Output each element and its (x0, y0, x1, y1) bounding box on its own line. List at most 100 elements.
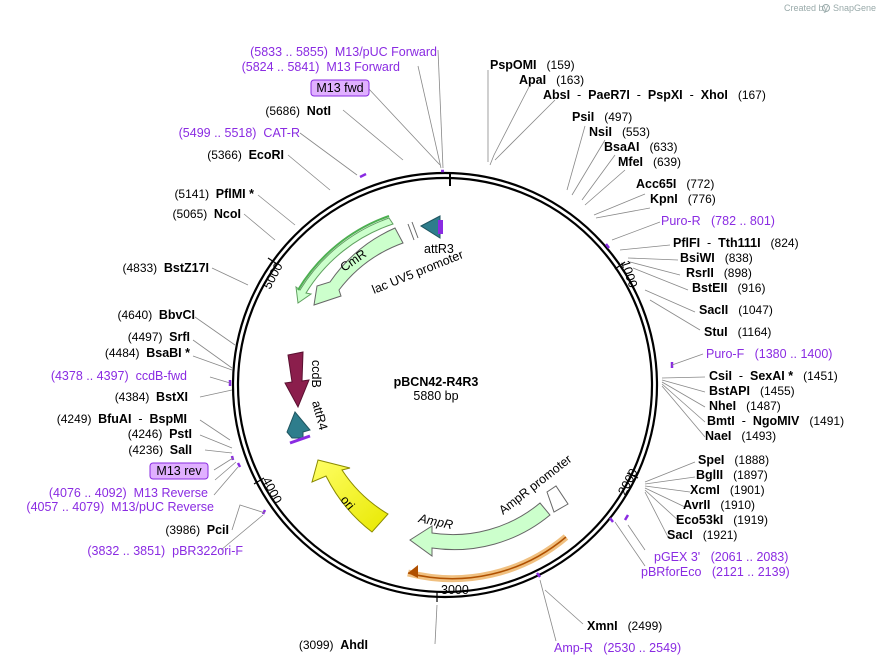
feature-attr4[interactable] (286, 411, 311, 439)
site-bstz17i[interactable]: (4833) BstZ17I (122, 261, 209, 275)
site-pflfi[interactable]: PflFI - Tth111I (824) (673, 236, 799, 250)
site-label-sacii: SacII (1047) (699, 303, 773, 317)
site-label-pcii: (3986) PciI (165, 523, 229, 537)
site-ahdi[interactable]: (3099) AhdI (299, 638, 368, 652)
feature-cmr[interactable] (295, 215, 394, 304)
site-saci[interactable]: SacI (1921) (667, 528, 737, 542)
site-naei[interactable]: NaeI (1493) (705, 429, 776, 443)
site-ncoi[interactable]: (5065) NcoI (173, 207, 241, 221)
attr3-core (438, 220, 443, 234)
primer-puro-f[interactable]: Puro-F (1380 .. 1400) (706, 347, 832, 361)
site-bglii[interactable]: BglII (1897) (696, 468, 768, 482)
attr4-core (289, 434, 311, 445)
primer-cat-r[interactable]: (5499 .. 5518) CAT-R (179, 126, 300, 140)
site-pcii[interactable]: (3986) PciI (165, 523, 229, 537)
site-acc65i[interactable]: Acc65I (772) (636, 177, 714, 191)
site-kpni[interactable]: KpnI (776) (650, 192, 716, 206)
site-label-xmni: XmnI (2499) (587, 619, 662, 633)
site-psii[interactable]: PsiI (497) (572, 110, 632, 124)
feature-ampr-promoter[interactable] (546, 485, 569, 513)
site-absi[interactable]: AbsI - PaeR7I - PspXI - XhoI (167) (543, 88, 766, 102)
primer-puro-r[interactable]: Puro-R (782 .. 801) (661, 214, 775, 228)
site-noti[interactable]: (5686) NotI (265, 104, 331, 118)
site-label-pspomi: PspOMI (159) (490, 58, 575, 72)
site-bstapi[interactable]: BstAPI (1455) (709, 384, 795, 398)
site-bfuai[interactable]: (4249) BfuAI - BspMI (57, 412, 187, 426)
site-avrii[interactable]: AvrII (1910) (683, 498, 755, 512)
lac-promoter-marker (407, 221, 419, 241)
leader-lines (192, 49, 706, 645)
site-bbvci[interactable]: (4640) BbvCI (118, 308, 195, 322)
site-xmni[interactable]: XmnI (2499) (587, 619, 662, 633)
site-label-absi: AbsI - PaeR7I - PspXI - XhoI (167) (543, 88, 766, 102)
primer-m13-forward[interactable]: (5824 .. 5841) M13 Forward (242, 60, 400, 74)
site-label-mfei: MfeI (639) (618, 155, 681, 169)
site-nsii[interactable]: NsiI (553) (589, 125, 650, 139)
site-apai[interactable]: ApaI (163) (519, 73, 584, 87)
tick-1000: 1000 (618, 259, 640, 290)
primer-ccdb-fwd[interactable]: (4378 .. 4397) ccdB-fwd (51, 369, 187, 383)
site-bsaai[interactable]: BsaAI (633) (604, 140, 677, 154)
site-label-csii: CsiI - SexAI * (1451) (709, 369, 838, 383)
site-srfi[interactable]: (4497) SrfI (128, 330, 190, 344)
primer-pbr322ori-f[interactable]: (3832 .. 3851) pBR322ori-F (87, 544, 243, 558)
site-label-stui: StuI (1164) (704, 325, 771, 339)
site-pspomi[interactable]: PspOMI (159) (490, 58, 575, 72)
site-pflmi[interactable]: (5141) PflMI * (174, 187, 254, 201)
attr3-label: attR3 (424, 242, 454, 256)
plasmid-length: 5880 bp (413, 389, 458, 403)
primer-pbrforeco[interactable]: pBRforEco (2121 .. 2139) (641, 565, 790, 579)
ccdb-label: ccdB (309, 360, 323, 388)
site-label-naei: NaeI (1493) (705, 429, 776, 443)
site-sacii[interactable]: SacII (1047) (699, 303, 773, 317)
site-label-saci: SacI (1921) (667, 528, 737, 542)
site-sali[interactable]: (4236) SalI (128, 443, 192, 457)
site-rsrii[interactable]: RsrII (898) (686, 266, 752, 280)
site-label-srfi: (4497) SrfI (128, 330, 190, 344)
site-mfei[interactable]: MfeI (639) (618, 155, 681, 169)
site-bsiwi[interactable]: BsiWI (838) (680, 251, 753, 265)
site-label-bmti: BmtI - NgoMIV (1491) (707, 414, 844, 428)
site-label-nhei: NheI (1487) (709, 399, 781, 413)
feature-ccdb[interactable] (284, 351, 310, 409)
m13-rev-box[interactable] (149, 462, 209, 480)
site-bsteii[interactable]: BstEII (916) (692, 281, 765, 295)
feature-attr3[interactable] (420, 215, 441, 239)
site-csii[interactable]: CsiI - SexAI * (1451) (709, 369, 838, 383)
tick-5000: 5000 (260, 260, 285, 291)
site-eco53ki[interactable]: Eco53kI (1919) (676, 513, 768, 527)
site-label-ncoi: (5065) NcoI (173, 207, 241, 221)
feature-ampr[interactable] (409, 502, 551, 557)
site-ecori[interactable]: (5366) EcoRI (207, 148, 284, 162)
site-bmti[interactable]: BmtI - NgoMIV (1491) (707, 414, 844, 428)
site-xcmi[interactable]: XcmI (1901) (690, 483, 765, 497)
site-label-rsrii: RsrII (898) (686, 266, 752, 280)
site-label-bbvci: (4640) BbvCI (118, 308, 195, 322)
site-label-pflmi: (5141) PflMI * (174, 187, 254, 201)
site-label-bstxi: (4384) BstXI (115, 390, 188, 404)
site-label-pflfi: PflFI - Tth111I (824) (673, 236, 799, 250)
site-label-avrii: AvrII (1910) (683, 498, 755, 512)
primer-m13-puc-reverse[interactable]: (4057 .. 4079) M13/pUC Reverse (26, 500, 214, 514)
site-nhei[interactable]: NheI (1487) (709, 399, 781, 413)
site-stui[interactable]: StuI (1164) (704, 325, 771, 339)
site-labels: PspOMI (159)ApaI (163)AbsI - PaeR7I - Ps… (57, 58, 844, 652)
primer-m13-reverse[interactable]: (4076 .. 4092) M13 Reverse (49, 486, 208, 500)
site-bstxi[interactable]: (4384) BstXI (115, 390, 188, 404)
site-label-ahdi: (3099) AhdI (299, 638, 368, 652)
primer-amp-r[interactable]: Amp-R (2530 .. 2549) (554, 641, 681, 655)
site-bsabi[interactable]: (4484) BsaBI * (105, 346, 190, 360)
primer-m13-puc-forward[interactable]: (5833 .. 5855) M13/pUC Forward (250, 45, 437, 59)
site-psti[interactable]: (4246) PstI (128, 427, 192, 441)
feature-cmr-inner[interactable] (313, 227, 404, 306)
site-label-apai: ApaI (163) (519, 73, 584, 87)
primer-pgex-3[interactable]: pGEX 3' (2061 .. 2083) (654, 550, 788, 564)
site-spei[interactable]: SpeI (1888) (698, 453, 769, 467)
primer-labels: (5833 .. 5855) M13/pUC Forward(5824 .. 5… (26, 45, 832, 655)
backbone (231, 171, 659, 599)
m13-fwd-box[interactable] (310, 79, 370, 97)
site-label-bsabi: (4484) BsaBI * (105, 346, 190, 360)
tick-2000: 2000 (615, 466, 640, 497)
site-label-ecori: (5366) EcoRI (207, 148, 284, 162)
feature-ori[interactable] (311, 459, 389, 533)
